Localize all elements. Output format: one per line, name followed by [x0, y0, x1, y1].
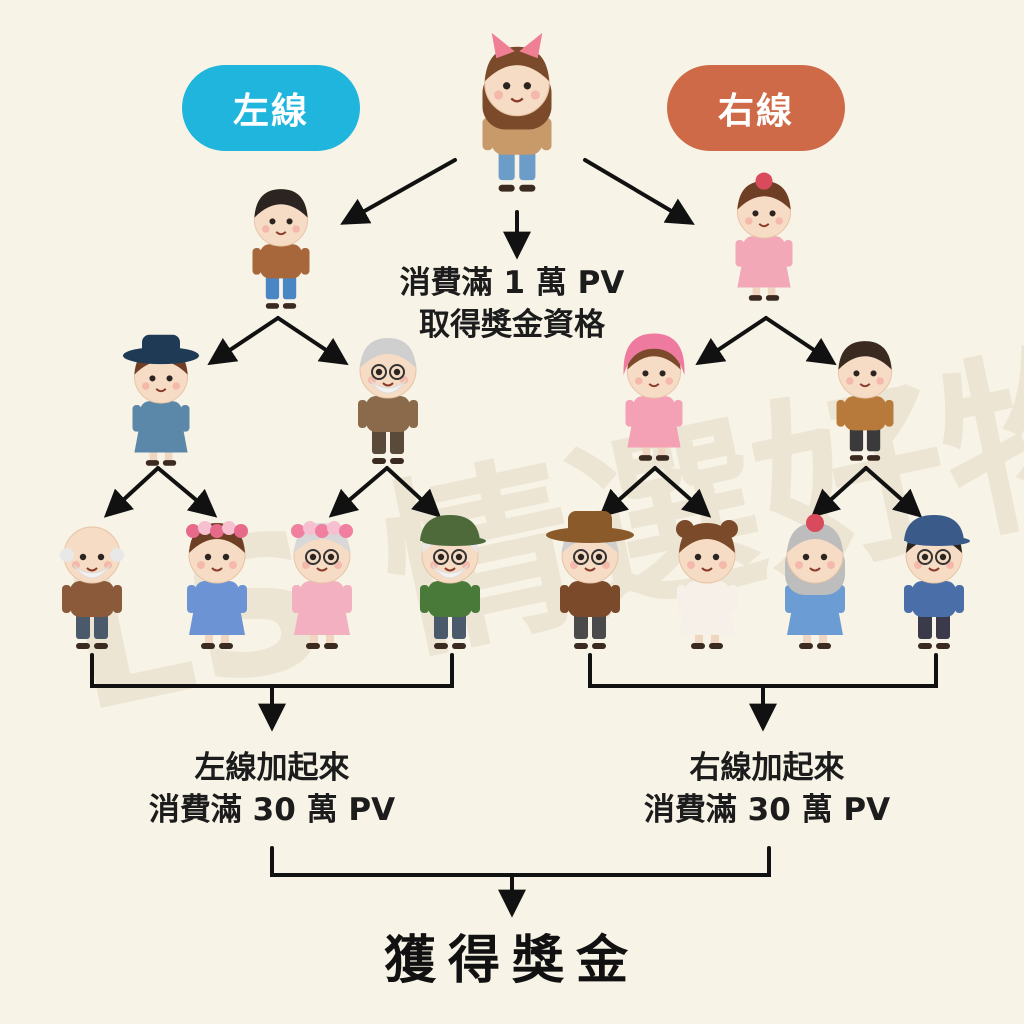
qualification-line2: 取得獎金資格: [419, 307, 605, 343]
right-line-pill: 右線: [667, 65, 845, 151]
arrow-r2a-left: [598, 466, 657, 518]
left-line-pill: 左線: [182, 65, 360, 151]
arrow-r2b-left: [810, 466, 868, 518]
girl-pink-dress-icon: [735, 172, 793, 301]
qualification-line1: 消費滿 1 萬 PV: [399, 265, 625, 301]
arrow-root-left: [340, 158, 457, 225]
left-sum-label: 左線加起來 消費滿 30 萬 PV: [112, 747, 432, 831]
grandpa-fedora-icon: [546, 511, 634, 649]
bonus-result: 獲得獎金: [383, 931, 640, 991]
right-sum-label: 右線加起來 消費滿 30 萬 PV: [607, 747, 927, 831]
girl-white-dress-icon: [676, 520, 738, 649]
grandpa-green-cap-icon: [420, 515, 486, 649]
arrow-r1-right: [764, 316, 837, 366]
arrow-l2a-right: [156, 466, 218, 518]
left-sum-line1: 左線加起來: [194, 750, 350, 786]
arrow-r2a-right: [653, 466, 712, 518]
grandma-bun-icon: [785, 514, 845, 649]
arrow-r1-left: [695, 316, 768, 366]
girl-pink-hood-icon: [623, 333, 685, 461]
arrow-l1-left: [207, 316, 280, 366]
arrow-l2a-left: [103, 466, 160, 518]
left-line-label: 左線: [232, 91, 309, 132]
girl-pink-bow-icon: [482, 32, 552, 192]
right-sum-line1: 右線加起來: [689, 750, 845, 786]
boy-brown-jacket-icon: [836, 341, 894, 461]
boy-vest-icon: [252, 189, 310, 309]
girl-hat-icon: [123, 334, 199, 466]
arrow-l2b-left: [328, 466, 389, 518]
arrow-l1-right: [276, 316, 349, 366]
girl-flower-crown-icon: [186, 521, 248, 649]
arrow-l2b-right: [385, 466, 442, 518]
boy-blue-cap-icon: [904, 515, 970, 649]
qualification-label: 消費滿 1 萬 PV 取得獎金資格: [322, 262, 702, 346]
bracket-bottom: [270, 846, 771, 877]
grandma-flower-crown-icon: [291, 521, 353, 649]
grandpa-cane-icon: [358, 338, 418, 464]
grandpa-beard-icon: [60, 526, 124, 649]
arrow-r2b-right: [864, 466, 923, 518]
arrow-root-right: [583, 158, 695, 225]
left-sum-line2: 消費滿 30 萬 PV: [148, 792, 396, 828]
right-line-label: 右線: [717, 91, 794, 132]
right-sum-line2: 消費滿 30 萬 PV: [643, 792, 891, 828]
